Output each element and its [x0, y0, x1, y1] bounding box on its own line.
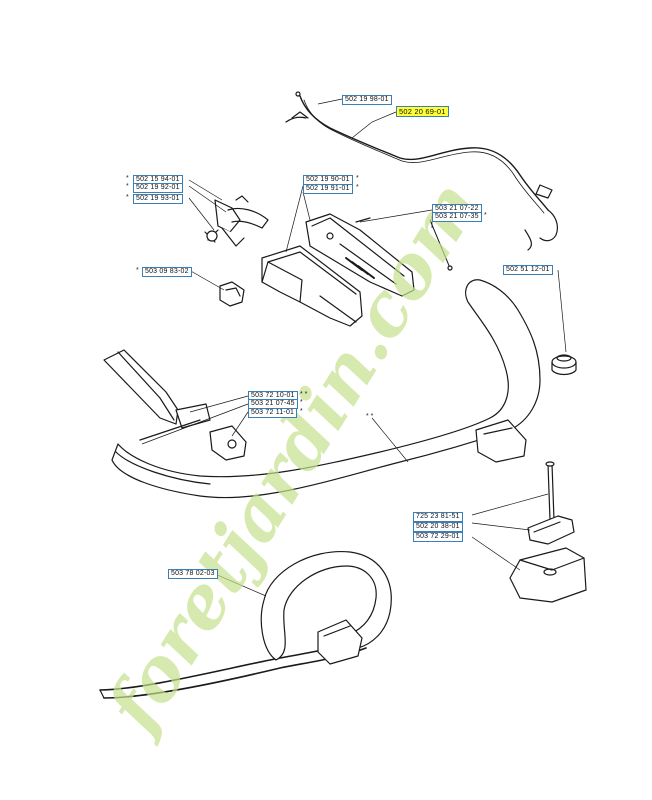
- star-marker: *: [300, 399, 303, 406]
- switch-part: [219, 281, 245, 307]
- star-marker: *: [126, 175, 129, 182]
- part-label-725-23-81-51: 725 23 81-51: [413, 512, 463, 522]
- part-label-503-72-29-01: 503 72 29-01: [413, 532, 463, 542]
- part-label-503-72-11-01: 503 72 11-01: [248, 408, 298, 418]
- part-label-502-20-69-01: 502 20 69-01: [396, 106, 449, 117]
- part-label-502-19-98-01: 502 19 98-01: [342, 95, 392, 105]
- star-marker: * *: [366, 413, 374, 420]
- part-label-503-09-83-02: 503 09 83-02: [142, 267, 192, 277]
- part-label-502-19-92-01: 502 19 92-01: [133, 183, 183, 193]
- knob-part: [551, 354, 577, 376]
- front-handle: [99, 550, 392, 699]
- star-marker: *: [126, 183, 129, 190]
- part-label-502-19-91-01: 502 19 91-01: [303, 184, 353, 194]
- part-label-502-19-93-01: 502 19 93-01: [133, 194, 183, 204]
- trigger-parts: [204, 195, 269, 247]
- part-label-503-21-07-35: 503 21 07-35: [432, 212, 482, 222]
- star-marker: * *: [300, 391, 308, 398]
- part-label-502-51-12-01: 502 51 12-01: [503, 265, 553, 275]
- part-label-502-20-38-01: 502 20 38-01: [413, 522, 463, 532]
- part-label-503-78-02-03: 503 78 02-03: [168, 569, 218, 579]
- star-marker: *: [136, 267, 139, 274]
- handle-housing: [261, 213, 453, 327]
- star-marker: *: [484, 212, 487, 219]
- star-marker: *: [356, 184, 359, 191]
- cable-harness: [285, 91, 559, 251]
- star-marker: *: [126, 194, 129, 201]
- star-marker: *: [300, 408, 303, 415]
- clamp-assembly: [509, 461, 587, 603]
- star-marker: *: [356, 175, 359, 182]
- loop-handle: [103, 279, 541, 499]
